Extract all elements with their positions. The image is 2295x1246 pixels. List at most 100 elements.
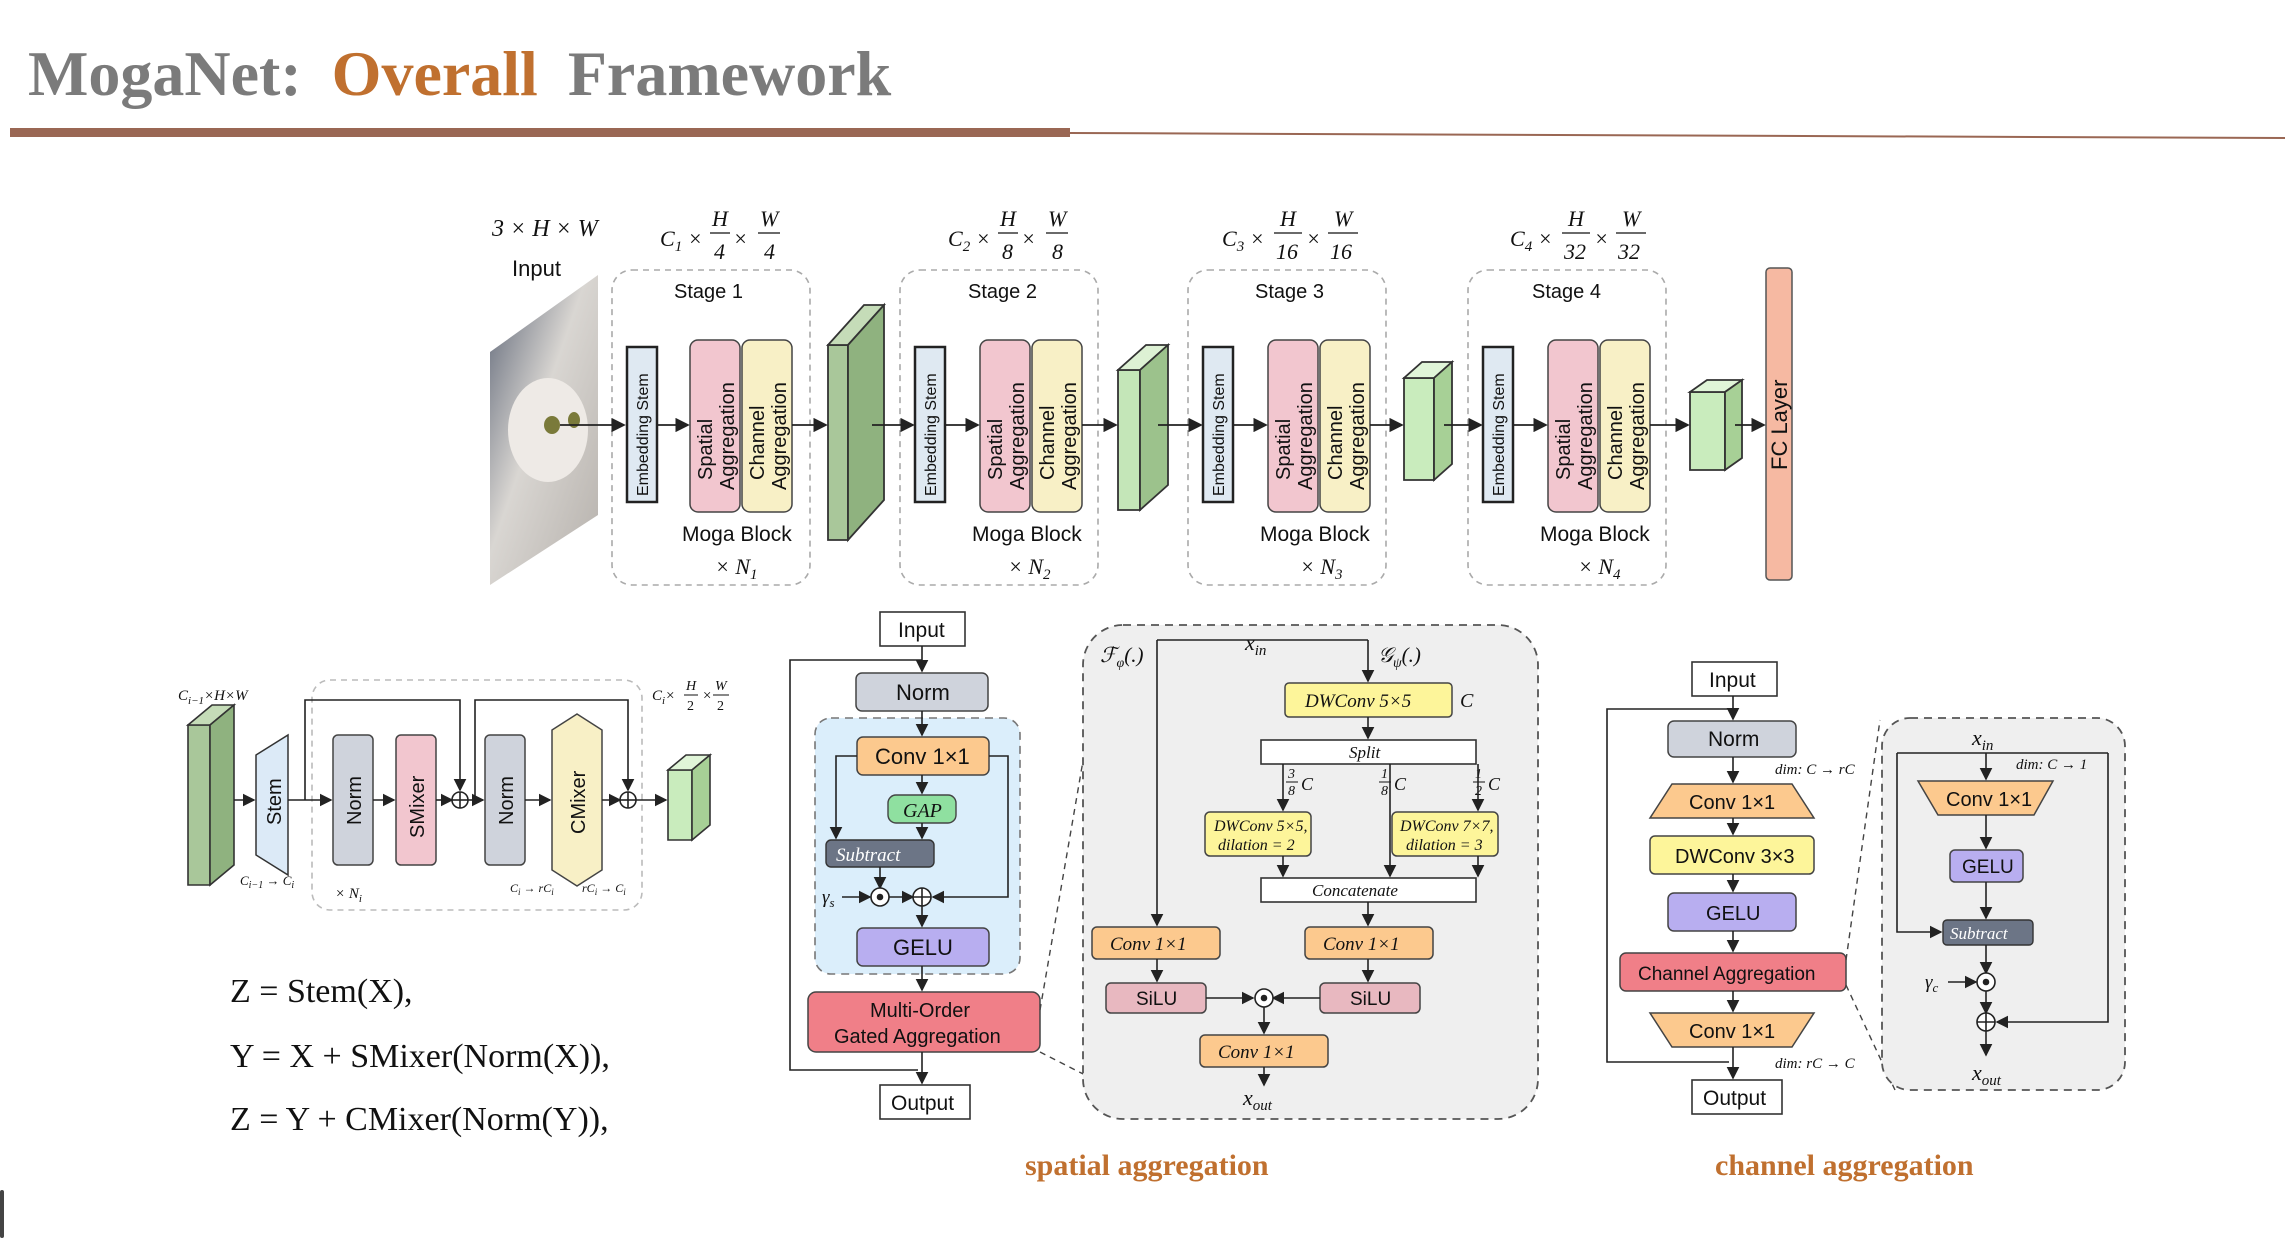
svg-text:Moga Block: Moga Block: [972, 523, 1082, 546]
caption-channel: channel aggregation: [1715, 1149, 1974, 1182]
svg-text:C1 ×: C1 ×: [660, 226, 703, 255]
fc-layer: [1765, 267, 1793, 581]
svg-text:32: 32: [1617, 239, 1640, 264]
left-output-cube: [665, 753, 713, 842]
svg-text:Channel: Channel: [1037, 405, 1059, 480]
svg-text:Embedding Stem: Embedding Stem: [635, 373, 652, 496]
equation-2: Y = X + SMixer(Norm(X)),: [230, 1038, 610, 1075]
channel-norm-label: Norm: [1708, 728, 1759, 751]
left-stem: [255, 733, 289, 877]
channel-conv1-label: Conv 1×1: [1689, 792, 1775, 814]
stage-3-container: [1187, 269, 1387, 586]
left-c-sub1: Ci → rCi: [510, 881, 554, 897]
channel-conv1: [1648, 783, 1816, 819]
moga-silu-right-label: SiLU: [1350, 989, 1391, 1010]
channel-dwconv-label: DWConv 3×3: [1675, 846, 1795, 868]
moga-split-label: Split: [1349, 743, 1381, 762]
moga-dw-b: [1391, 811, 1499, 857]
svg-text:C: C: [1301, 774, 1314, 794]
moga-dwconv55-label: DWConv 5×5: [1304, 691, 1411, 712]
moga-flow: [1150, 639, 1485, 1087]
svg-text:Aggregation: Aggregation: [1295, 382, 1317, 490]
moga-dw-a-line1: DWConv 5×5,: [1213, 818, 1307, 835]
left-norm2-label: Norm: [496, 776, 518, 825]
svg-text:2: 2: [717, 699, 724, 714]
stage-4-blocks: Embedding Stem Spatial Aggregation Chann…: [1481, 339, 1651, 546]
stage-4-label: Stage 4: [1532, 281, 1601, 303]
svg-text:16: 16: [1330, 239, 1352, 264]
moga-split: [1260, 739, 1477, 765]
svg-text:H: H: [1279, 206, 1297, 231]
channel-input-label: Input: [1709, 669, 1756, 692]
channel-dim2: dim: rC → C: [1775, 1056, 1856, 1072]
input-cat-image: [490, 275, 598, 585]
ca-flow: [1896, 752, 2109, 1057]
svg-text:H: H: [999, 206, 1017, 231]
moga-conv-right-label: Conv 1×1: [1323, 934, 1400, 955]
stage-4-repeat: × N4: [1578, 554, 1621, 583]
svg-text:W: W: [760, 206, 780, 231]
svg-text:C3 ×: C3 ×: [1222, 226, 1265, 255]
svg-text:H: H: [685, 679, 697, 694]
svg-text:×: ×: [1021, 226, 1036, 251]
left-cmixer-label: CMixer: [568, 770, 590, 834]
svg-text:Spatial: Spatial: [985, 419, 1007, 480]
title-part-moganet: MogaNet:: [28, 38, 302, 109]
svg-text:Channel: Channel: [747, 405, 769, 480]
spatial-moga: [807, 991, 1041, 1053]
svg-text:Aggregation: Aggregation: [1059, 382, 1081, 490]
svg-text:Spatial: Spatial: [1553, 419, 1575, 480]
moga-concat-label: Concatenate: [1312, 881, 1398, 900]
stage-3-repeat: × N3: [1300, 554, 1343, 583]
ca-subtract: [1942, 919, 2034, 946]
stage-4-container: [1467, 269, 1667, 586]
title-part-framework: Framework: [568, 38, 892, 109]
feature-maps-top: [825, 302, 1745, 543]
svg-text:Aggregation: Aggregation: [1575, 382, 1597, 490]
spatial-output-box: [879, 1084, 971, 1120]
ca-detail-container: [1881, 717, 2126, 1091]
stage-2-repeat: × N2: [1008, 554, 1051, 583]
stage-dims: C1 × H4 × W4 C2 × H8 × W8 C3 × H16 × W16…: [660, 206, 1646, 264]
ca-subtract-label: Subtract: [1950, 924, 2009, 943]
title-rule-thick: [10, 128, 1070, 137]
moga-dw-b-line2: dilation = 3: [1406, 837, 1483, 854]
svg-text:16: 16: [1276, 239, 1298, 264]
spatial-gap-label: GAP: [903, 800, 942, 822]
svg-text:×: ×: [733, 226, 748, 251]
svg-text:Aggregation: Aggregation: [769, 382, 791, 490]
left-stem-label: Stem: [264, 778, 286, 825]
stage-2-blocks: Embedding Stem Spatial Aggregation Chann…: [913, 339, 1083, 546]
channel-gelu-label: GELU: [1706, 903, 1760, 925]
stage-1-container: [611, 269, 811, 586]
stage-3-label: Stage 3: [1255, 281, 1324, 303]
moga-conv-left-label: Conv 1×1: [1110, 934, 1187, 955]
left-out-dims: Ci×: [652, 688, 675, 707]
svg-text:W: W: [1334, 206, 1354, 231]
svg-text:Channel: Channel: [1325, 405, 1347, 480]
svg-text:8: 8: [1381, 784, 1388, 799]
moga-conv-right: [1304, 926, 1434, 960]
svg-text:Aggregation: Aggregation: [1627, 382, 1649, 490]
equation-3: Z = Y + CMixer(Norm(Y)),: [230, 1101, 609, 1138]
stage-3-blocks: Embedding Stem Spatial Aggregation Chann…: [1201, 339, 1371, 546]
svg-text:2: 2: [687, 699, 694, 714]
ca-conv-label: Conv 1×1: [1946, 789, 2032, 811]
svg-text:1: 1: [1381, 767, 1388, 782]
channel-conv2: [1648, 1012, 1816, 1048]
svg-text:32: 32: [1563, 239, 1586, 264]
edge-marker: [0, 1190, 4, 1238]
input-dims: 3 × H × W: [491, 216, 600, 242]
title-part-overall: Overall: [332, 38, 538, 109]
moga-g-psi: 𝒢ψ(.): [1378, 643, 1421, 671]
stage-1-repeat: × N1: [715, 554, 758, 583]
svg-text:W: W: [1048, 206, 1068, 231]
spatial-moga-label-1: Multi-Order: [870, 1000, 970, 1022]
svg-text:8: 8: [1002, 239, 1013, 264]
svg-text:8: 8: [1288, 784, 1295, 799]
stage-1-label: Stage 1: [674, 281, 743, 303]
svg-text:Spatial: Spatial: [1273, 419, 1295, 480]
svg-text:Channel: Channel: [1605, 405, 1627, 480]
channel-flow: [1606, 696, 1740, 1080]
spatial-gelu: [856, 927, 990, 967]
